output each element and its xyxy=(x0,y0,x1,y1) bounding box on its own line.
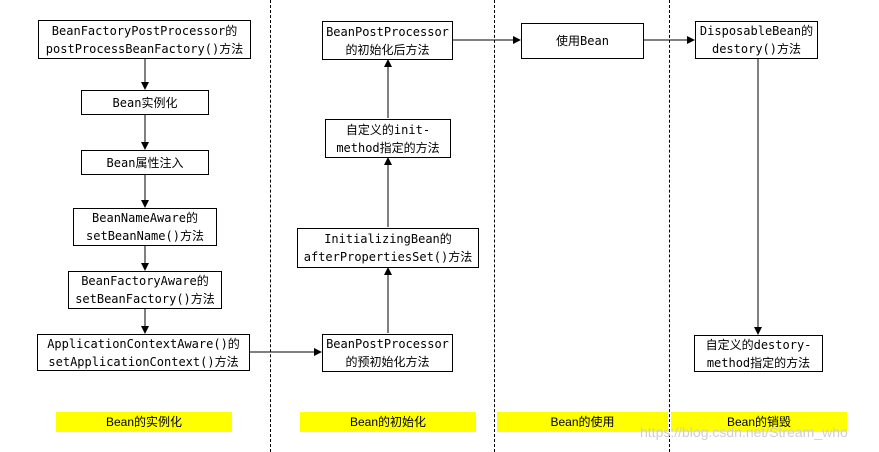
box-line: BeanFactoryAware的 xyxy=(81,274,209,288)
phase-label-initialization: Bean的初始化 xyxy=(300,412,476,432)
phase-label-usage: Bean的使用 xyxy=(497,412,668,432)
box-line: BeanPostProcessor xyxy=(326,337,449,351)
box-beannameaware: BeanNameAware的 setBeanName()方法 xyxy=(73,208,217,246)
box-applicationcontextaware: ApplicationContextAware()的 setApplication… xyxy=(37,334,250,371)
box-disposablebean: DisposableBean的 destory()方法 xyxy=(695,21,818,59)
box-line: setApplicationContext()方法 xyxy=(48,354,239,369)
box-line: method指定的方法 xyxy=(336,140,440,155)
box-line: method指定的方法 xyxy=(706,355,811,370)
box-initializingbean: InitializingBean的 afterPropertiesSet()方法 xyxy=(297,228,479,268)
box-custom-init-method: 自定义的init-method指定的方法 xyxy=(325,119,451,158)
box-line: 的初始化后方法 xyxy=(345,42,430,57)
box-line: Bean实例化 xyxy=(112,95,178,110)
box-line: 自定义的init- xyxy=(345,122,431,137)
box-use-bean: 使用Bean xyxy=(521,23,644,59)
box-line: DisposableBean的 xyxy=(699,24,814,38)
box-bean-instantiate: Bean实例化 xyxy=(81,90,209,115)
box-bean-property-inject: Bean属性注入 xyxy=(81,150,209,175)
box-postprocessor-after-init: BeanPostProcessor 的初始化后方法 xyxy=(322,21,453,60)
box-line: InitializingBean的 xyxy=(324,232,452,246)
phase-separator-1 xyxy=(270,0,271,452)
box-line: afterPropertiesSet()方法 xyxy=(303,250,473,264)
box-custom-destory-method: 自定义的destory-method指定的方法 xyxy=(694,335,823,372)
box-postprocess-bean-factory: BeanFactoryPostProcessor的 postProcessBean… xyxy=(38,20,251,59)
box-line: setBeanName()方法 xyxy=(86,229,204,243)
box-line: ApplicationContextAware()的 xyxy=(47,336,240,351)
phase-label-instantiation: Bean的实例化 xyxy=(56,412,232,432)
box-line: 的预初始化方法 xyxy=(345,355,430,369)
box-beanfactoryaware: BeanFactoryAware的 setBeanFactory()方法 xyxy=(68,271,222,309)
box-line: 自定义的destory- xyxy=(705,337,812,352)
box-postprocessor-pre-init: BeanPostProcessor 的预初始化方法 xyxy=(322,334,453,372)
box-line: BeanNameAware的 xyxy=(92,211,198,225)
box-line: Bean属性注入 xyxy=(106,155,184,170)
watermark-text: https://blog.csdn.net/Stream_who xyxy=(640,424,848,440)
box-line: setBeanFactory()方法 xyxy=(75,292,215,306)
box-line: postProcessBeanFactory()方法 xyxy=(45,41,244,56)
phase-label-destruction: Bean的销毁 xyxy=(671,412,847,432)
box-line: BeanFactoryPostProcessor的 xyxy=(51,23,238,38)
phase-separator-2 xyxy=(494,0,495,452)
box-line: 使用Bean xyxy=(556,34,609,48)
box-line: destory()方法 xyxy=(711,42,802,56)
phase-separator-3 xyxy=(669,0,670,452)
box-line: BeanPostProcessor xyxy=(326,24,449,39)
